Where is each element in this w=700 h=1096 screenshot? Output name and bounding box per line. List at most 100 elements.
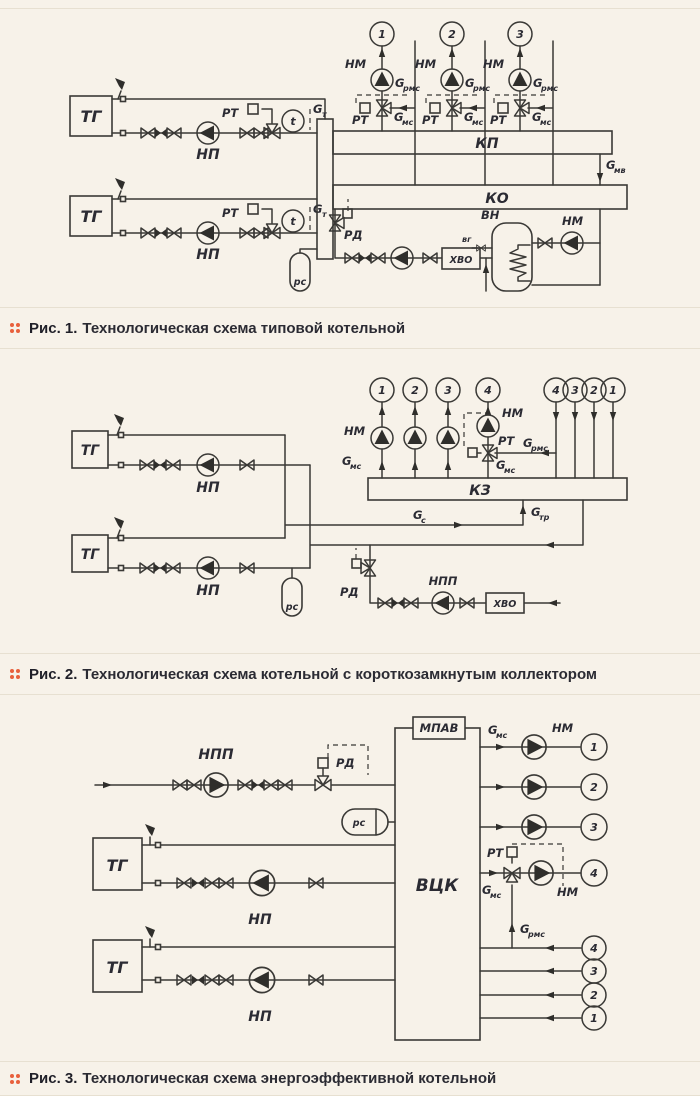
consumer-number: 3	[590, 965, 598, 978]
flow-arrow	[489, 869, 498, 877]
pump-label: НП	[196, 583, 220, 599]
consumer-number: 2	[590, 781, 598, 794]
water-treatment-label: ХВО	[449, 255, 473, 266]
control-module-label: МПАВ	[420, 721, 459, 735]
supply-collector	[332, 130, 613, 155]
fig3-control-dashes	[327, 744, 564, 886]
pump-icon	[403, 426, 427, 450]
flow-label-sub: мс	[472, 118, 484, 127]
consumer-circle	[581, 935, 607, 961]
flow-arrow	[609, 412, 617, 421]
flow-arrow	[454, 521, 463, 529]
consumer-number: 2	[590, 384, 598, 397]
flow-arrow	[378, 48, 386, 57]
flow-label: G	[342, 454, 351, 468]
flow-arrow	[378, 461, 386, 470]
pipe-node	[154, 976, 162, 984]
thermometer-label: t	[290, 115, 296, 128]
pump-icon	[370, 68, 394, 92]
check-valve-icon	[155, 128, 167, 138]
flow-arrow	[508, 923, 516, 932]
water-treatment-box	[485, 592, 525, 614]
boiler-box	[92, 837, 143, 891]
pipe-node	[117, 564, 125, 572]
sensor-square	[497, 102, 509, 114]
check-valve-icon	[155, 228, 167, 238]
flow-label: G	[531, 505, 540, 519]
check-valve-icon	[359, 253, 371, 263]
expansion-tank-label: рс	[293, 277, 307, 288]
pipe-node	[119, 95, 127, 103]
pipe-node	[154, 943, 162, 951]
consumer-number: 2	[590, 989, 598, 1002]
consumer-circle	[580, 733, 608, 761]
flow-arrow	[448, 48, 456, 57]
consumer-circle	[507, 21, 533, 47]
expansion-tank	[281, 577, 303, 617]
sensor-square	[467, 447, 478, 458]
flow-arrow	[590, 412, 598, 421]
three-way-valve-icon	[328, 214, 345, 232]
flow-label-sub: рмс	[402, 84, 420, 93]
flow-label-sub: мс	[350, 462, 362, 471]
consumer-circle	[580, 859, 608, 887]
sensor-square	[247, 203, 259, 215]
flow-arrow	[496, 823, 505, 831]
flow-arrow	[552, 412, 560, 421]
flame-icon	[114, 414, 124, 426]
consumer-number: 2	[411, 384, 419, 397]
flow-label: G	[606, 158, 615, 172]
caption-prefix: Рис. 3.	[29, 1070, 78, 1087]
flow-label: G	[523, 436, 532, 450]
regulator-label: РД	[340, 585, 359, 599]
water-heater-label: ВН	[481, 208, 500, 222]
flow-arrow	[596, 173, 604, 182]
regulator-label: РТ	[498, 434, 515, 448]
flow-label-sub: мс	[504, 466, 516, 475]
regulator-label: РД	[344, 228, 363, 242]
caption-prefix: Рис. 1.	[29, 319, 78, 337]
flow-label-sub: рмс	[472, 84, 490, 93]
regulator-label: РТ	[352, 113, 369, 127]
caption-dots-icon	[10, 669, 20, 679]
sensor-square	[351, 558, 362, 569]
flame-icon	[114, 517, 124, 529]
consumer-circle	[475, 377, 501, 403]
expansion-tank-label: рс	[285, 602, 299, 613]
sensor-square	[247, 103, 259, 115]
expansion-tank-label: рс	[352, 818, 366, 829]
flow-label-sub: т	[322, 110, 328, 119]
three-way-valve-icon	[263, 223, 281, 240]
caption-text: Технологическая схема типовой котельной	[82, 319, 406, 337]
check-valve-icon	[192, 878, 204, 888]
three-way-valve-icon	[503, 866, 521, 883]
three-way-valve-icon	[375, 99, 392, 117]
flow-arrow	[545, 541, 554, 549]
consumer-circle	[369, 21, 395, 47]
flow-arrow	[545, 991, 554, 999]
flow-arrow	[548, 599, 557, 607]
check-valve-icon	[252, 780, 264, 790]
pipe-node	[117, 461, 125, 469]
flow-arrow	[545, 967, 554, 975]
consumer-number: 1	[609, 384, 617, 397]
figure-1-caption: Рис. 1. Технологическая схема типовой ко…	[0, 307, 700, 349]
flow-label: G	[313, 102, 322, 116]
consumer-circle	[600, 377, 626, 403]
consumer-circle	[581, 377, 607, 403]
consumer-number: 2	[448, 28, 456, 41]
pipe-node	[119, 129, 127, 137]
consumer-number: 4	[483, 384, 492, 397]
page-top-rule	[0, 0, 700, 9]
flame-icon	[115, 178, 125, 190]
flow-arrow	[103, 781, 112, 789]
caption-text: Технологическая схема энергоэффективной …	[82, 1070, 497, 1087]
water-treatment-box	[441, 247, 481, 270]
boiler-label: ТГ	[106, 856, 128, 875]
flow-label: G	[533, 76, 542, 90]
return-collector	[332, 184, 628, 210]
flow-label-sub: с	[421, 516, 426, 525]
pipe-node	[119, 195, 127, 203]
consumer-number: 4	[551, 384, 560, 397]
pump-label: НМ	[502, 406, 524, 420]
